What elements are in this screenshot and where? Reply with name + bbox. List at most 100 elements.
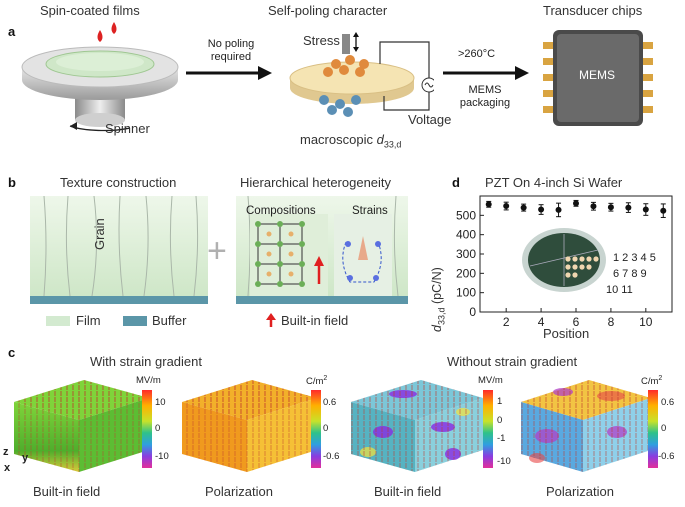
axis-y-label: y [22, 452, 29, 464]
data-point [520, 204, 527, 211]
x-tick-label: 8 [608, 315, 615, 327]
hierarchical-illustration [236, 196, 408, 304]
legend-field-label: Built-in field [281, 313, 349, 328]
spinner-label: Spinner [105, 121, 150, 136]
chip-label: MEMS [579, 68, 615, 82]
data-point [573, 200, 579, 207]
legend-film-label: Film [76, 313, 101, 328]
cb4-tick-mid: 0 [661, 423, 667, 434]
cb1-tick-mid: 0 [155, 423, 161, 434]
mems-packaging-label: MEMS packaging [459, 84, 511, 109]
with-strain-title: With strain gradient [90, 354, 202, 369]
data-point [555, 206, 562, 213]
y-tick-label: 200 [456, 266, 476, 280]
d-symbol: d [376, 132, 384, 147]
mems-chip-illustration [543, 30, 653, 126]
temperature-label: >260°C [458, 48, 496, 60]
label-builtin-with: Built-in field [33, 484, 101, 499]
y-tick-label: 0 [469, 305, 476, 319]
cb4-tick-bot: -0.6 [658, 451, 675, 462]
legend-field-arrow [266, 313, 276, 327]
cb4-unit: C/m2 [641, 375, 662, 387]
data-point [625, 204, 632, 211]
legend-buffer-swatch [123, 316, 147, 326]
panel-a-title-films: Spin-coated films [40, 3, 140, 18]
cb3-tick-2: 0 [497, 415, 503, 426]
data-point [607, 204, 614, 211]
cb3-unit: MV/m [478, 375, 503, 386]
label-pol-without: Polarization [546, 484, 614, 499]
label-builtin-without: Built-in field [374, 484, 442, 499]
wafer-numbers-row3: 10 11 [606, 284, 633, 296]
cb1-tick-bot: -10 [155, 451, 169, 462]
cb2-unit: C/m2 [306, 375, 327, 387]
d33-subscript: 33,d [383, 139, 402, 150]
cb4-unit-sup: 2 [658, 375, 663, 382]
legend-film-swatch [46, 316, 70, 326]
d33-chart: 0 100 200 300 400 500 2 4 6 8 10 [456, 195, 673, 327]
wafer-numbers-row2: 6 7 8 9 [613, 268, 647, 280]
data-point [642, 206, 649, 213]
y-tick-label: 500 [456, 208, 476, 222]
without-strain-title: Without strain gradient [447, 354, 578, 369]
cb3-tick-1: 1 [497, 396, 503, 407]
panel-c-letter: c [8, 345, 16, 360]
axis-x-label: x [4, 462, 11, 474]
no-poling-label: No poling required [207, 38, 255, 63]
cb4-unit-base: C/m [641, 376, 659, 388]
chart-title: PZT On 4-inch Si Wafer [485, 175, 623, 190]
x-tick-label: 4 [538, 315, 545, 327]
cb2-tick-mid: 0 [323, 423, 329, 434]
legend-buffer-label: Buffer [152, 313, 187, 328]
panel-b-letter: b [8, 175, 16, 190]
cb3-tick-3: -1 [497, 433, 506, 444]
cb2-tick-bot: -0.6 [323, 451, 340, 462]
colorbar-field-with [142, 390, 152, 468]
y-tick-label: 300 [456, 247, 476, 261]
colorbar-pol-with [311, 390, 321, 468]
data-point [660, 207, 667, 214]
cb1-tick-top: 10 [155, 397, 166, 408]
voltage-label: Voltage [408, 112, 452, 127]
cb2-unit-base: C/m [306, 376, 324, 388]
cube-builtin-without [351, 380, 483, 472]
spinner-illustration [21, 22, 179, 132]
x-tick-label: 2 [503, 315, 510, 327]
label-pol-with: Polarization [205, 484, 273, 499]
compositions-label: Compositions [246, 205, 316, 217]
arrow-no-poling [186, 66, 272, 80]
panel-b-title-hierarchical: Hierarchical heterogeneity [240, 175, 392, 190]
macroscopic-d33-label: macroscopic d33,d [300, 132, 401, 150]
wafer-photo [522, 228, 606, 292]
colorbar-field-without [483, 390, 493, 468]
cb2-unit-sup: 2 [323, 375, 328, 382]
stress-label: Stress [303, 33, 340, 48]
panel-a-letter: a [8, 24, 16, 39]
panel-b-title-texture: Texture construction [60, 175, 177, 190]
data-point [538, 206, 545, 213]
x-tick-label: 6 [573, 315, 580, 327]
cube-polarization-without [521, 380, 651, 472]
cb2-tick-top: 0.6 [323, 397, 337, 408]
macroscopic-text: macroscopic [300, 132, 377, 147]
data-point [503, 203, 510, 210]
colorbar-pol-without [648, 390, 658, 468]
panel-d-letter: d [452, 175, 460, 190]
data-point [590, 203, 597, 210]
cb1-unit: MV/m [136, 375, 161, 386]
x-tick-label: 10 [639, 315, 653, 327]
y-tick-label: 400 [456, 228, 476, 242]
arrow-packaging [443, 66, 529, 80]
cube-builtin-with [14, 380, 149, 472]
panel-a-title-selfpoling: Self-poling character [268, 3, 388, 18]
strains-label: Strains [352, 205, 388, 217]
axis-z-label: z [3, 446, 9, 458]
texture-film-illustration [30, 196, 208, 304]
plus-sign: + [207, 232, 227, 270]
self-poling-illustration [289, 32, 434, 117]
y-tick-label: 100 [456, 286, 476, 300]
wafer-numbers-row1: 1 2 3 4 5 [613, 252, 656, 264]
cb4-tick-top: 0.6 [661, 397, 675, 408]
chart-xlabel: Position [543, 326, 590, 341]
cb3-tick-4: -10 [497, 456, 511, 467]
